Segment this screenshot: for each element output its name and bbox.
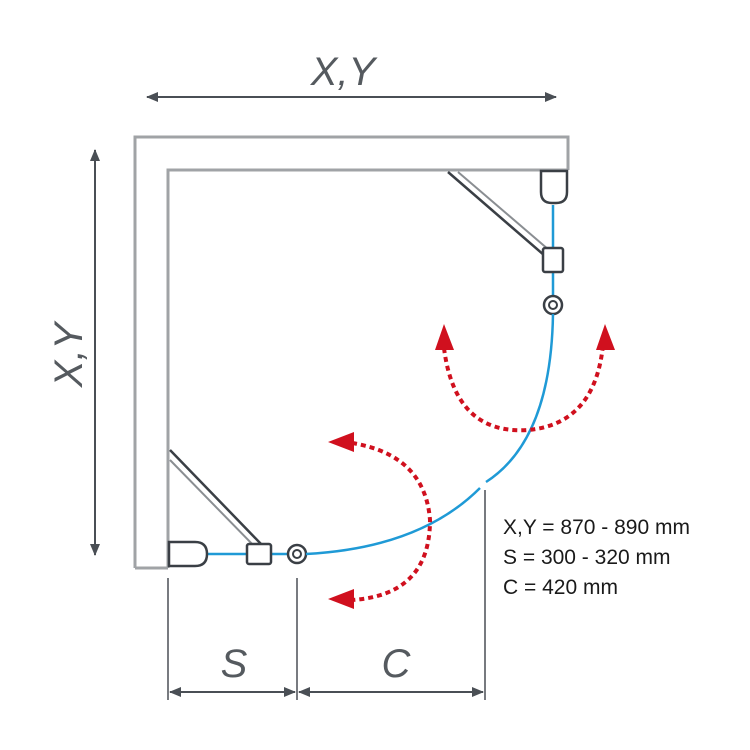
arrow-head-left-bottom bbox=[328, 589, 354, 609]
curved-door-right bbox=[485, 313, 555, 484]
spec-c: C = 420 mm bbox=[503, 576, 618, 599]
bottom-dimensions: S C bbox=[167, 490, 486, 700]
door-swing-arrows bbox=[328, 324, 615, 609]
swing-arc-left-door bbox=[351, 441, 433, 602]
top-right-fixed-glass bbox=[447, 171, 553, 263]
spec-xy: X,Y = 870 - 890 mm bbox=[503, 516, 690, 539]
top-right-wall-bracket bbox=[539, 169, 569, 205]
arrow-head-left-top bbox=[328, 432, 354, 452]
wall-outer-edge bbox=[133, 135, 570, 568]
top-right-fixed-glass-edge bbox=[457, 171, 557, 257]
bottom-left-hinge-outer bbox=[286, 543, 308, 565]
top-right-hinge-inner bbox=[548, 300, 558, 310]
top-dimension-label: X,Y bbox=[310, 50, 379, 94]
bottom-left-fixed-glass bbox=[169, 449, 263, 546]
bottom-left-hinge-inner bbox=[292, 549, 302, 559]
bottom-left-fixed-glass-edge bbox=[169, 459, 257, 549]
bottom-left-connector bbox=[245, 542, 273, 566]
left-dimension-label: X,Y bbox=[47, 319, 91, 388]
spec-s: S = 300 - 320 mm bbox=[503, 546, 671, 569]
arrow-head-up-right bbox=[596, 324, 615, 350]
specifications: X,Y = 870 - 890 mm S = 300 - 320 mm C = … bbox=[503, 516, 690, 599]
left-dimension: X,Y bbox=[47, 149, 100, 556]
curved-doors bbox=[305, 313, 555, 556]
c-dimension-label: C bbox=[382, 642, 412, 686]
s-dimension-label: S bbox=[221, 642, 248, 686]
swing-arc-right-door bbox=[442, 344, 605, 433]
curved-door-left bbox=[305, 487, 481, 556]
top-dimension: X,Y bbox=[146, 50, 557, 102]
arrow-head-up-left bbox=[435, 324, 454, 350]
top-right-connector bbox=[541, 246, 565, 274]
wall-frame bbox=[133, 135, 570, 570]
wall-inner-edge bbox=[166, 168, 568, 568]
bottom-left-fixed-panel bbox=[167, 449, 308, 568]
top-right-fixed-panel bbox=[447, 169, 569, 316]
top-right-hinge-outer bbox=[542, 294, 564, 316]
bottom-left-wall-bracket bbox=[167, 540, 209, 568]
